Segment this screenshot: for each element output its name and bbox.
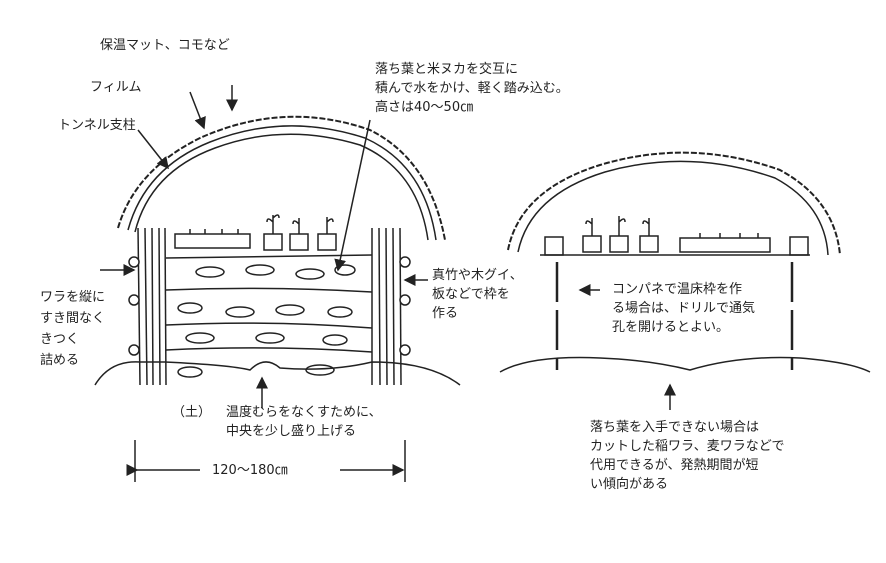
- straw-line: 詰める: [40, 353, 80, 368]
- leaf-layers: [165, 254, 373, 378]
- frame-line: 真竹や木グイ、: [432, 268, 523, 283]
- film-label: フィルム: [90, 80, 142, 95]
- layers-line: 積んで水をかけ、軽く踏み込む。: [375, 81, 569, 96]
- arrows: [100, 85, 676, 410]
- frame-label: 真竹や木グイ、 板などで枠を 作る: [432, 266, 523, 323]
- layers-line: 落ち葉と米ヌカを交互に: [375, 62, 519, 77]
- film: [127, 125, 437, 241]
- cover-mat-label: 保温マット、コモなど: [100, 38, 230, 53]
- width-label: 120〜180㎝: [212, 463, 288, 478]
- straw-label: ワラを縦に すき間なく きつく 詰める: [40, 287, 105, 371]
- straw-line: ワラを縦に: [40, 290, 106, 305]
- panel-line: 孔を開けるとよい。: [612, 320, 730, 335]
- alt-line: い傾向がある: [590, 477, 669, 492]
- mound-line: 温度むらをなくすために、: [226, 405, 382, 420]
- soil-label: （土）: [172, 405, 212, 420]
- frame-line: 板などで枠を: [432, 287, 510, 302]
- left-straw-wall: [128, 227, 167, 386]
- straw-line: すき間なく: [40, 311, 106, 326]
- panel-line: る場合は、ドリルで通気: [612, 301, 756, 316]
- layers-line: 高さは40〜50㎝: [375, 100, 474, 115]
- panel-label: コンパネで温床枠を作 る場合は、ドリルで通気 孔を開けるとよい。: [612, 280, 755, 337]
- panel-line: コンパネで温床枠を作: [612, 282, 743, 297]
- soil-mound: [94, 361, 461, 386]
- tunnel-support: [134, 133, 429, 241]
- alternative-label: 落ち葉を入手できない場合は カットした稲ワラ、麦ワラなどで 代用できるが、発熱期…: [590, 418, 784, 494]
- mound-line: 中央を少し盛り上げる: [226, 424, 357, 439]
- right-tunnel: [499, 151, 871, 373]
- right-straw-wall: [371, 227, 411, 386]
- seedlings: [174, 214, 337, 251]
- width-dimension: [126, 440, 406, 482]
- alt-line: カットした稲ワラ、麦ワラなどで: [590, 439, 785, 454]
- frame-line: 作る: [432, 306, 459, 321]
- mound-label: 温度むらをなくすために、 中央を少し盛り上げる: [226, 403, 382, 441]
- left-tunnel: [117, 115, 446, 241]
- straw-line: きつく: [40, 332, 80, 347]
- alt-line: 落ち葉を入手できない場合は: [590, 420, 760, 435]
- cover-mat: [117, 115, 446, 241]
- tunnel-support-label: トンネル支柱: [58, 118, 136, 133]
- layers-label: 落ち葉と米ヌカを交互に 積んで水をかけ、軽く踏み込む。 高さは40〜50㎝: [375, 60, 569, 117]
- alt-line: 代用できるが、発熱期間が短: [590, 458, 759, 473]
